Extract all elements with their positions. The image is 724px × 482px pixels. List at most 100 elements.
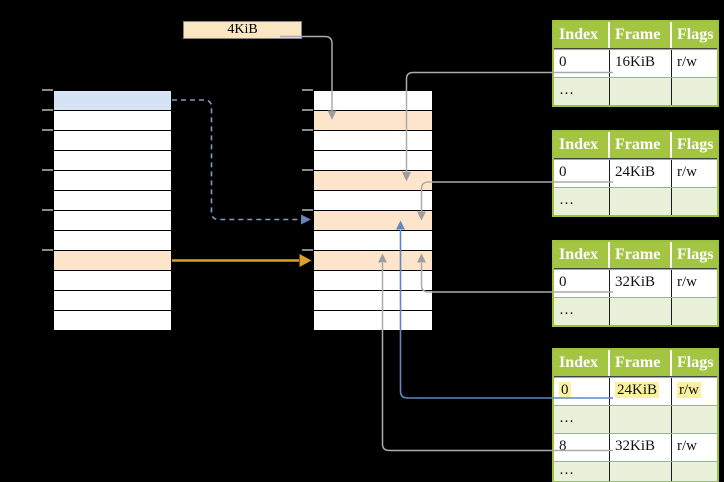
memory-row: [54, 211, 171, 231]
cell-frame: 16KiB: [610, 50, 672, 77]
memory-row: [54, 111, 171, 131]
arrowhead-right-icon: [299, 254, 312, 267]
memory-row: [314, 131, 432, 151]
memory-row: [54, 251, 171, 271]
header-flags: Flags: [677, 136, 714, 153]
header-frame: Frame: [610, 350, 672, 376]
header-index: Index: [554, 350, 610, 376]
cell-flags: r/w: [677, 54, 697, 70]
cell-index: 0: [554, 50, 610, 77]
table-header-row: Index Frame Flags: [554, 242, 717, 269]
cell-flags: [672, 462, 717, 481]
cell-frame: 24KiB: [610, 378, 672, 405]
address-tick: [42, 249, 53, 251]
table-header-row: Index Frame Flags: [554, 22, 717, 49]
cell-frame: 24KiB: [610, 160, 672, 187]
cell-index: 8: [554, 434, 610, 461]
cell-frame: [610, 298, 672, 325]
cell-frame: [610, 406, 672, 433]
memory-row: [54, 231, 171, 251]
address-tick: [42, 169, 53, 171]
memory-row: [54, 191, 171, 211]
table-row: …: [554, 187, 717, 215]
cell-frame: [610, 188, 672, 215]
memory-row: [314, 191, 432, 211]
cell-flags: [672, 406, 717, 433]
table-row-highlighted: 0 24KiB r/w: [554, 377, 717, 405]
address-tick: [42, 209, 53, 211]
memory-row: [54, 291, 171, 311]
header-flags: Flags: [677, 26, 714, 43]
address-tick: [42, 129, 53, 131]
cell-flags: r/w: [677, 274, 697, 290]
address-tick: [302, 109, 313, 111]
page-size-label: 4KiB: [183, 21, 302, 39]
table-header-row: Index Frame Flags: [554, 132, 717, 159]
virtual-memory-table: [53, 90, 172, 331]
cell-index: …: [554, 188, 610, 215]
cell-frame: 32KiB: [610, 270, 672, 297]
cell-flags: r/w: [677, 438, 697, 454]
memory-row: [314, 251, 432, 271]
header-flags: Flags: [677, 246, 714, 263]
memory-row: [314, 231, 432, 251]
memory-row: [54, 151, 171, 171]
memory-row: [54, 171, 171, 191]
header-index: Index: [554, 132, 610, 158]
table-header-row: Index Frame Flags: [554, 350, 717, 377]
table-row: 0 16KiB r/w: [554, 49, 717, 77]
memory-row: [314, 151, 432, 171]
highlight-mark: 24KiB: [615, 382, 660, 398]
cell-index: …: [554, 406, 610, 433]
cell-frame: 32KiB: [610, 434, 672, 461]
page-table-2: Index Frame Flags 0 24KiB r/w …: [552, 130, 719, 217]
highlight-mark: r/w: [677, 382, 701, 398]
arrowhead-right-icon: [301, 214, 311, 225]
address-tick: [302, 89, 313, 91]
cell-index: 0: [554, 160, 610, 187]
table-row: …: [554, 297, 717, 325]
header-frame: Frame: [610, 22, 672, 48]
page-table-1: Index Frame Flags 0 16KiB r/w …: [552, 20, 719, 107]
table-row: …: [554, 461, 717, 481]
cell-index: …: [554, 78, 610, 105]
highlight-mark: 0: [559, 382, 571, 398]
cell-flags: r/w: [677, 164, 697, 180]
cell-frame: [610, 78, 672, 105]
connector-virtual-page-dashed: [172, 99, 300, 221]
memory-row: [54, 91, 171, 111]
memory-row: [314, 271, 432, 291]
memory-row: [54, 131, 171, 151]
memory-row: [314, 111, 432, 131]
cell-index: 0: [554, 270, 610, 297]
cell-frame: [610, 462, 672, 481]
address-tick: [302, 169, 313, 171]
memory-row: [314, 91, 432, 111]
header-flags: Flags: [677, 354, 714, 371]
header-index: Index: [554, 22, 610, 48]
table-row: 0 32KiB r/w: [554, 269, 717, 297]
cell-index: …: [554, 298, 610, 325]
header-frame: Frame: [610, 132, 672, 158]
cell-flags: [672, 188, 717, 215]
page-table-3: Index Frame Flags 0 32KiB r/w …: [552, 240, 719, 327]
address-tick: [302, 209, 313, 211]
table-row: 8 32KiB r/w: [554, 433, 717, 461]
address-tick: [42, 89, 53, 91]
physical-memory-table: [313, 90, 433, 331]
memory-row: [54, 311, 171, 330]
address-tick: [42, 109, 53, 111]
address-tick: [302, 129, 313, 131]
address-tick: [302, 249, 313, 251]
table-row: …: [554, 77, 717, 105]
cell-flags: [672, 78, 717, 105]
page-table-4: Index Frame Flags 0 24KiB r/w … 8 32KiB …: [552, 348, 719, 482]
cell-index: 0: [554, 378, 610, 405]
table-row: …: [554, 405, 717, 433]
cell-flags: r/w: [672, 378, 717, 405]
memory-row: [314, 211, 432, 231]
memory-row: [314, 171, 432, 191]
memory-row: [314, 311, 432, 330]
table-row: 0 24KiB r/w: [554, 159, 717, 187]
